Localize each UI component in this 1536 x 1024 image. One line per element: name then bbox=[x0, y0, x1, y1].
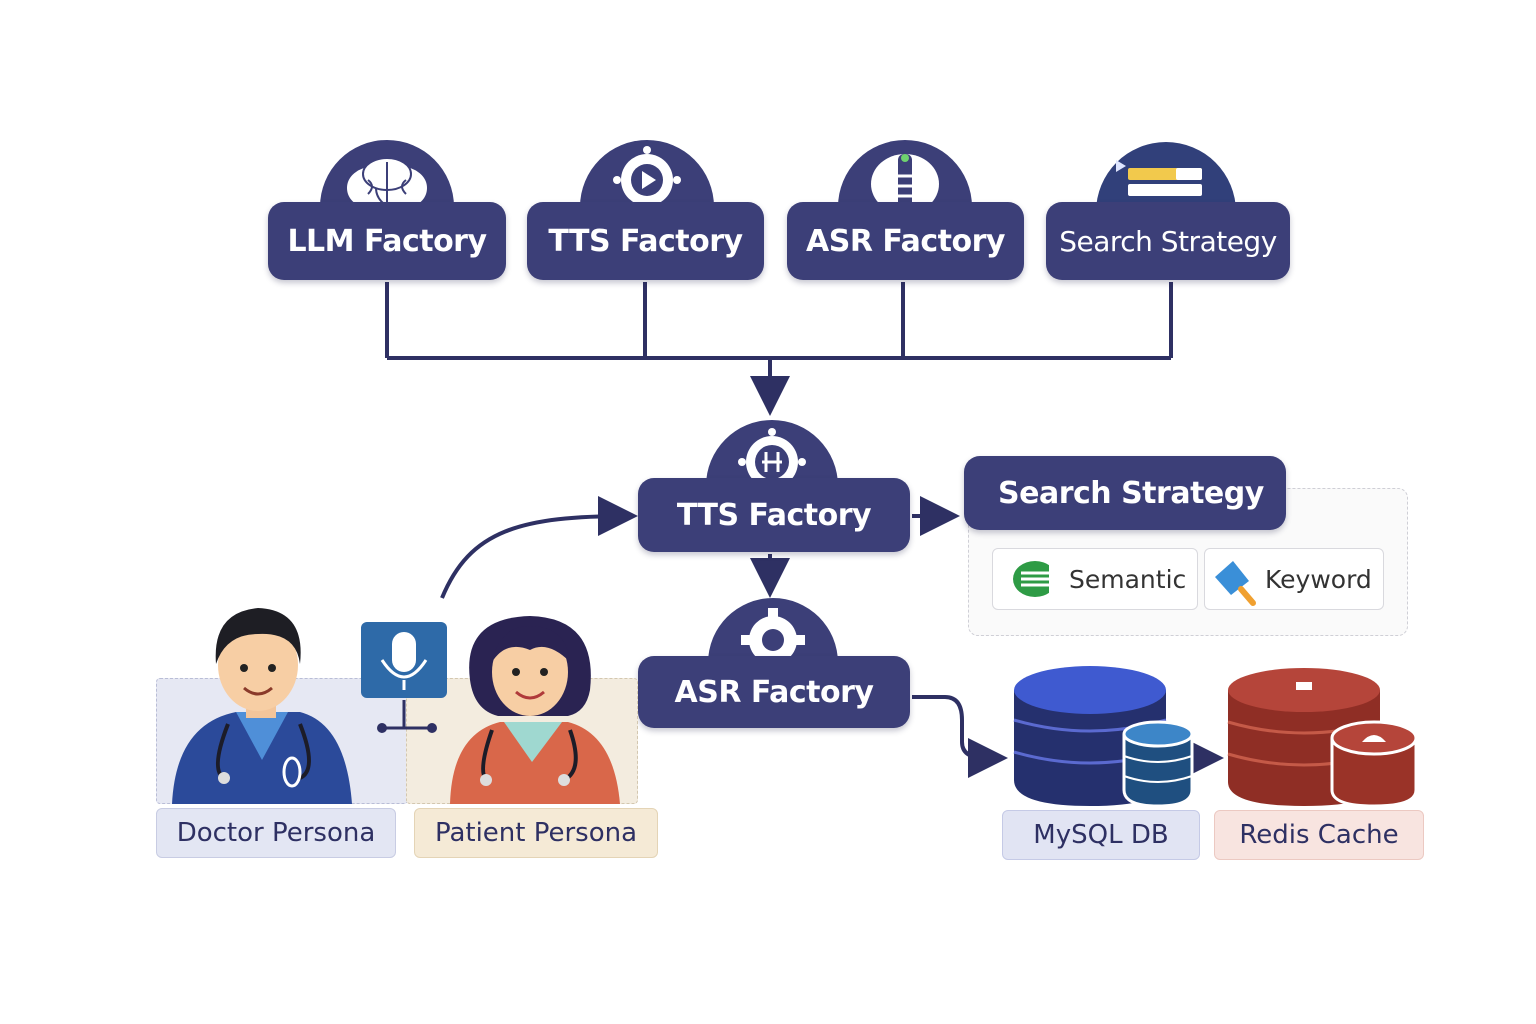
asr-to-mysql-arrow bbox=[912, 695, 1008, 778]
tts-factory-node[interactable]: TTS Factory bbox=[527, 202, 764, 280]
semantic-label: Semantic bbox=[1069, 564, 1187, 594]
semantic-option[interactable]: Semantic bbox=[992, 548, 1198, 610]
asr-factory-label: ASR Factory bbox=[806, 223, 1005, 259]
search-strategy-node[interactable]: Search Strategy bbox=[1046, 202, 1290, 280]
redis-cache-label: Redis Cache bbox=[1214, 810, 1424, 860]
center-asr-factory-node[interactable]: ASR Factory bbox=[638, 656, 910, 728]
doctor-avatar bbox=[172, 608, 352, 804]
center-asr-factory-label: ASR Factory bbox=[674, 674, 874, 710]
llm-factory-label: LLM Factory bbox=[287, 223, 487, 259]
voice-link-icon bbox=[361, 622, 447, 733]
persona-to-tts-arrow bbox=[440, 496, 638, 599]
llm-factory-node[interactable]: LLM Factory bbox=[268, 202, 506, 280]
target-icon bbox=[738, 428, 806, 488]
search-strategy-panel-title: Search Strategy bbox=[998, 475, 1264, 511]
asr-factory-node[interactable]: ASR Factory bbox=[787, 202, 1024, 280]
doctor-persona-label: Doctor Persona bbox=[156, 808, 396, 858]
keyword-label: Keyword bbox=[1265, 564, 1372, 594]
center-tts-factory-label: TTS Factory bbox=[676, 497, 872, 533]
patient-avatar bbox=[450, 616, 620, 804]
mysql-db-label: MySQL DB bbox=[1002, 810, 1200, 860]
keyword-icon bbox=[1215, 561, 1256, 606]
mysql-db-icon bbox=[1013, 666, 1194, 808]
search-panel-icon bbox=[1116, 160, 1202, 196]
brain-icon bbox=[345, 157, 429, 211]
center-tts-factory-node[interactable]: TTS Factory bbox=[638, 478, 910, 552]
semantic-icon bbox=[1013, 561, 1049, 597]
search-strategy-label: Search Strategy bbox=[1059, 224, 1277, 258]
speaker-icon bbox=[613, 146, 681, 216]
keyword-option[interactable]: Keyword bbox=[1204, 548, 1384, 610]
tts-factory-label: TTS Factory bbox=[548, 223, 743, 259]
gear-icon bbox=[741, 608, 805, 668]
search-strategy-panel-header[interactable]: Search Strategy bbox=[964, 456, 1286, 530]
microphone-icon bbox=[871, 154, 939, 214]
patient-persona-label: Patient Persona bbox=[414, 808, 658, 858]
redis-cache-icon bbox=[1227, 668, 1418, 808]
